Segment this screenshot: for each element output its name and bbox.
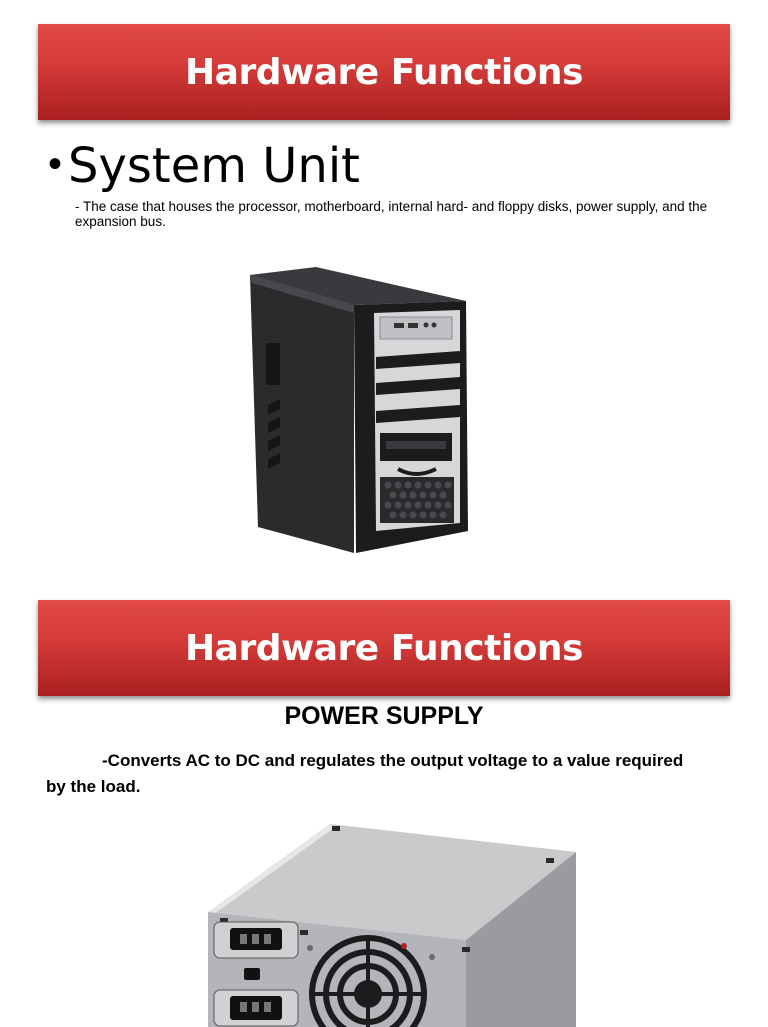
title-bar: Hardware Functions xyxy=(38,24,730,120)
slide-system-unit: Hardware Functions • System Unit - The c… xyxy=(38,24,730,553)
slide-power-supply: Hardware Functions POWER SUPPLY -Convert… xyxy=(0,590,768,1027)
bullet-icon: • xyxy=(48,142,63,186)
bullet-heading: System Unit xyxy=(68,138,360,194)
power-supply-image xyxy=(208,824,576,1027)
section-description: -Converts AC to DC and regulates the out… xyxy=(46,748,686,800)
bullet-description: - The case that houses the processor, mo… xyxy=(75,199,708,229)
bullet-item: • System Unit xyxy=(48,136,360,196)
title-bar: Hardware Functions xyxy=(38,600,730,696)
slide-title: Hardware Functions xyxy=(185,627,583,669)
slide-title: Hardware Functions xyxy=(185,51,583,93)
section-description-text: -Converts AC to DC and regulates the out… xyxy=(46,751,684,796)
system-unit-image xyxy=(250,267,468,553)
section-heading: POWER SUPPLY xyxy=(284,702,484,730)
